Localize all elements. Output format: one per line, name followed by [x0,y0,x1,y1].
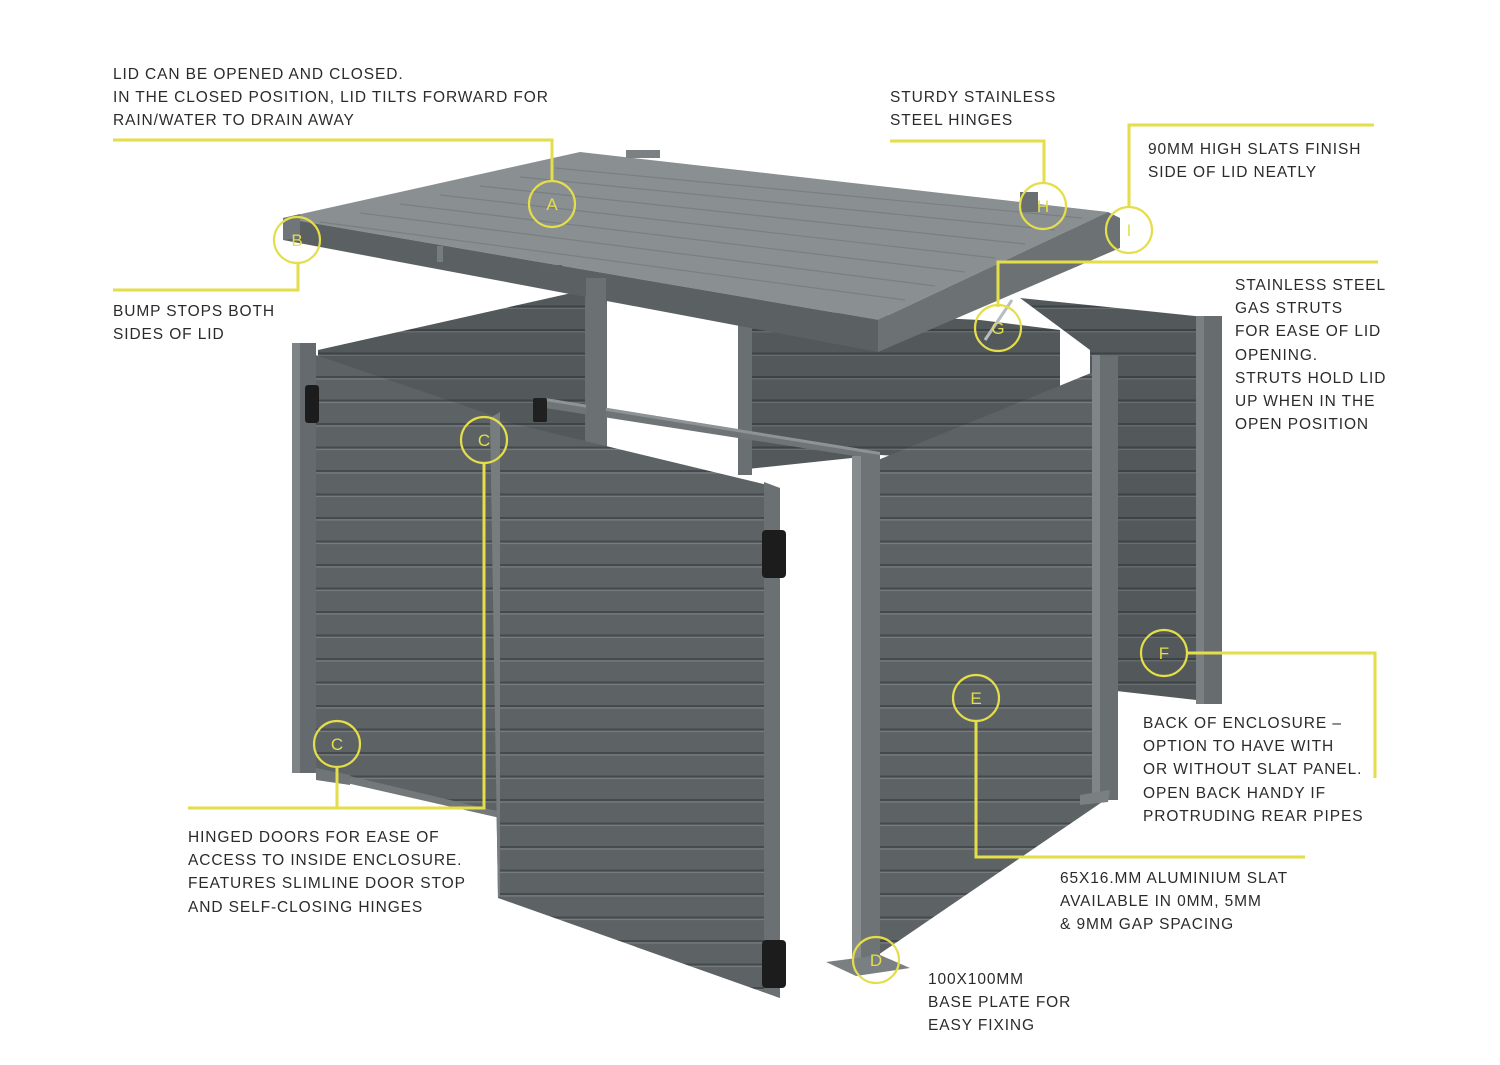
leader-h [890,139,1046,182]
label-g-line-6: UP WHEN IN THE [1235,393,1376,411]
label-a: LID CAN BE OPENED AND CLOSED. IN THE CLO… [113,63,549,133]
marker-c-bottom-circle [312,719,362,769]
marker-f: F [1139,628,1189,678]
label-e-line-1: 65X16.MM ALUMINIUM SLAT [1060,870,1288,887]
leader-e [974,720,1305,859]
marker-i: I [1104,205,1154,255]
marker-f-letter: F [1159,644,1169,663]
marker-b: B [272,215,322,265]
label-i: 90MM HIGH SLATS FINISH SIDE OF LID NEATL… [1148,138,1361,184]
marker-d: D [851,935,901,985]
label-e-line-3: & 9MM GAP SPACING [1060,916,1235,934]
label-c-line-2: ACCESS TO INSIDE ENCLOSURE. [188,852,463,870]
label-h: STURDY STAINLESS STEEL HINGES [890,86,1056,132]
lid [283,150,1120,352]
marker-h: H [1018,181,1068,231]
marker-e-letter: E [970,689,981,708]
label-b-line-1: BUMP STOPS BOTH [113,303,275,320]
left-side-panel [292,343,500,818]
leader-b [113,262,300,292]
label-f: BACK OF ENCLOSURE – OPTION TO HAVE WITH … [1143,712,1363,828]
marker-g: G [973,303,1023,353]
marker-h-circle [1018,181,1068,231]
marker-g-letter: G [991,319,1004,338]
label-f-line-2: OPTION TO HAVE WITH [1143,738,1335,756]
label-d-line-2: BASE PLATE FOR [928,994,1072,1012]
leader-a [113,138,554,180]
leader-g [996,260,1378,307]
top-rail [545,398,880,460]
label-d-line-3: EASY FIXING [928,1017,1035,1035]
marker-b-letter: B [291,231,302,250]
marker-a: A [527,179,577,229]
callout-markers: A B C C D E F G H I [272,179,1189,985]
label-i-line-1: 90MM HIGH SLATS FINISH [1148,141,1362,158]
label-f-line-3: OR WITHOUT SLAT PANEL. [1143,761,1363,779]
marker-c-top-circle [459,415,509,465]
marker-a-circle [527,179,577,229]
label-c-line-3: FEATURES SLIMLINE DOOR STOP [188,875,466,893]
label-i-line-2: SIDE OF LID NEATLY [1148,164,1317,182]
label-e: 65X16.MM ALUMINIUM SLAT AVAILABLE IN 0MM… [1060,867,1288,937]
label-g-line-7: OPEN POSITION [1235,416,1369,434]
label-h-line-2: STEEL HINGES [890,112,1014,130]
marker-c-top: C [459,415,509,465]
label-f-line-1: BACK OF ENCLOSURE – [1143,715,1342,732]
marker-g-circle [973,303,1023,353]
label-f-line-4: OPEN BACK HANDY IF [1143,784,1327,802]
marker-a-letter: A [546,195,558,214]
label-g: STAINLESS STEEL GAS STRUTS FOR EASE OF L… [1235,274,1386,436]
right-side-panel [826,355,1118,976]
label-g-line-3: FOR EASE OF LID [1235,323,1382,341]
callout-leader-lines [113,123,1378,859]
label-b-line-2: SIDES OF LID [113,326,225,344]
marker-e-circle [951,673,1001,723]
marker-i-letter: I [1127,221,1132,240]
marker-i-circle [1104,205,1154,255]
back-left-post [586,278,606,456]
label-c-line-1: HINGED DOORS FOR EASE OF [188,829,440,846]
label-a-line-3: RAIN/WATER TO DRAIN AWAY [113,112,355,130]
label-d: 100X100MM BASE PLATE FOR EASY FIXING [928,968,1071,1038]
label-g-line-2: GAS STRUTS [1235,300,1344,318]
marker-c-bottom: C [312,719,362,769]
marker-d-letter: D [870,951,882,970]
leader-f [1188,651,1377,778]
marker-c-bottom-letter: C [331,735,343,754]
label-c: HINGED DOORS FOR EASE OF ACCESS TO INSID… [188,826,466,919]
marker-f-circle [1139,628,1189,678]
marker-e: E [951,673,1001,723]
label-a-line-2: IN THE CLOSED POSITION, LID TILTS FORWAR… [113,89,549,107]
leader-c-top [188,462,486,810]
label-g-line-4: OPENING. [1235,346,1318,364]
marker-c-top-letter: C [478,431,490,450]
label-b: BUMP STOPS BOTH SIDES OF LID [113,300,275,346]
label-e-line-2: AVAILABLE IN 0MM, 5MM [1060,893,1262,911]
leader-i [1127,123,1374,207]
marker-d-circle [851,935,901,985]
label-a-line-1: LID CAN BE OPENED AND CLOSED. [113,66,404,83]
label-c-line-4: AND SELF-CLOSING HINGES [188,898,424,916]
label-g-line-5: STRUTS HOLD LID [1235,369,1387,387]
label-h-line-1: STURDY STAINLESS [890,89,1057,106]
label-f-line-5: PROTRUDING REAR PIPES [1143,807,1364,825]
marker-b-circle [272,215,322,265]
front-left-door [490,398,786,998]
marker-h-letter: H [1037,197,1049,216]
label-g-line-1: STAINLESS STEEL [1235,277,1387,294]
label-d-line-1: 100X100MM [928,971,1024,988]
